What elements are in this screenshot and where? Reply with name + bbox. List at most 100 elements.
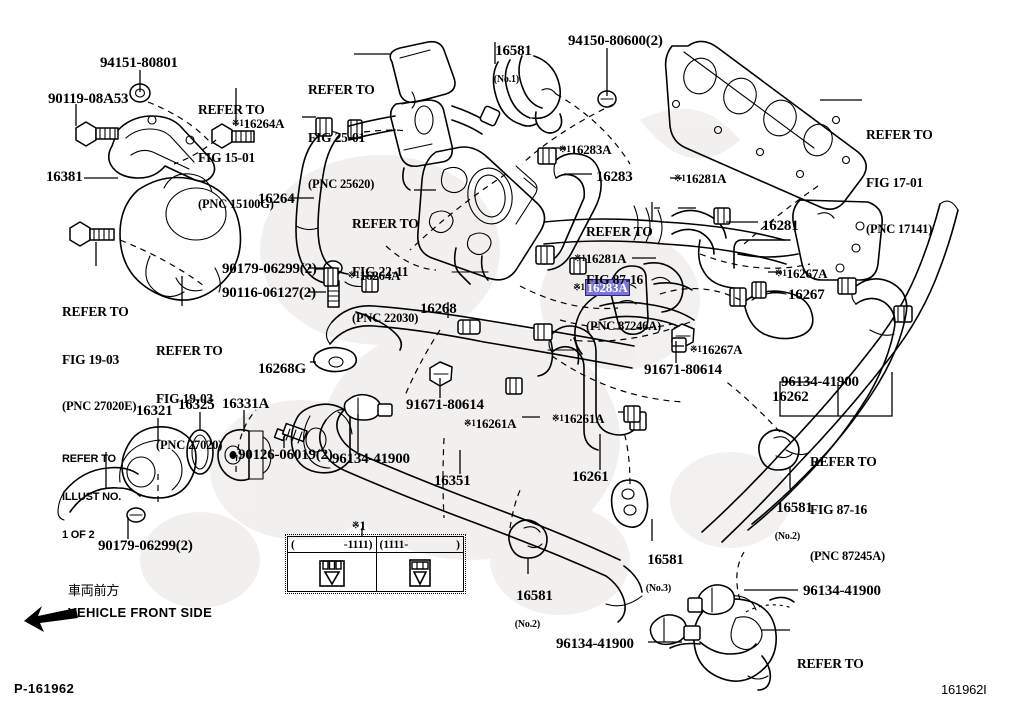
fastener-91671-80614-a <box>429 361 453 387</box>
fastener-90119-08A53 <box>75 121 119 147</box>
refer-block-fig-22-11[interactable]: REFER TO FIG 22-11 (PNC 22030) <box>352 184 419 358</box>
part-16321-water-inlet <box>119 426 197 499</box>
part-throttle-body-22030 <box>416 146 546 285</box>
refer-block-fig-19-03E[interactable]: REFER TO FIG 19-03 (PNC 27020E) <box>62 272 137 446</box>
refer-line-1: REFER TO <box>62 303 129 319</box>
part-egr-valve-25620 <box>348 40 501 191</box>
refer-block-fig-87-16-a[interactable]: REFER TO FIG 87-16 (PNC 87246A) <box>586 192 661 366</box>
label-16581-no2-right-number: 16581 <box>776 499 813 516</box>
refer-pnc: (PNC 22030) <box>352 311 419 326</box>
label-16261: 16261 <box>572 469 609 485</box>
label-16581-no2-center-number: 16581 <box>516 587 553 604</box>
label-90179-06299-a: 90179-06299(2) <box>222 261 317 277</box>
date-table-col-1-icon-cell <box>288 553 376 592</box>
refer-line-1: REFER TO <box>810 453 877 469</box>
label-96134-41900-d: 96134-41900 <box>556 636 634 652</box>
label-16331A: 16331A <box>222 396 270 412</box>
fastener-96134-41900-d <box>649 614 701 646</box>
part-16268-pipe <box>325 305 635 377</box>
part-16283-hose <box>535 147 602 271</box>
label-16581-no1-number: 16581 <box>495 42 532 59</box>
part-16264A-clip-bot <box>323 267 339 287</box>
connector-icon-type-b <box>408 558 431 587</box>
label-90179-06299-b: 90179-06299(2) <box>98 538 193 554</box>
label-94151-80801: 94151-80801 <box>100 55 178 71</box>
assembly-dashed-lines <box>119 93 819 613</box>
date-open-paren: ( <box>291 538 295 551</box>
fastener-16267A-b <box>671 337 687 353</box>
label-16581-no1: 16581 (No.1) <box>481 28 532 117</box>
refer-block-fig-87-16-b[interactable]: REFER TO FIG 87-16 (PNC 87245A) <box>810 422 885 596</box>
refer-line-2: FIG 19-03 <box>156 390 214 406</box>
part-16581-no2-right-clamp <box>758 429 800 471</box>
diagram-code-bottom-left: P-161962 <box>14 681 75 696</box>
refer-block-fig-15-01[interactable]: REFER TO FIG 15-01 (PNC 15100G) <box>198 70 274 244</box>
refer-pnc: (PNC 25620) <box>308 177 375 192</box>
fastener-refer-19-03E-bolt <box>69 221 115 247</box>
date-table-note: ※1 <box>352 518 367 533</box>
label-16325: 16325 <box>178 397 215 413</box>
date-table-col-2-header: (1111- ) <box>376 537 463 553</box>
mark-symbol-icon: ※1 <box>690 344 702 354</box>
label-16267A-top: ※116267A <box>775 266 828 281</box>
label-90126-06019: 90126-06019(2) <box>238 447 333 463</box>
part-16264-hose <box>295 119 379 293</box>
label-16261A-a: ※116261A <box>464 416 517 431</box>
label-96134-41900-b: 96134-41900 <box>781 374 859 390</box>
refer-block-fig-17-01[interactable]: REFER TO FIG 17-01 (PNC 17141) <box>866 95 933 269</box>
label-16264A-top: ※116264A <box>232 116 285 131</box>
date-range-text: -1111) <box>343 538 373 551</box>
vehicle-front-en-label: VEHICLE FRONT SIDE <box>68 605 213 620</box>
refer-line-2: FIG 87-16 <box>586 271 644 287</box>
label-16283: 16283 <box>596 169 633 185</box>
part-illust-hose-snippet <box>57 466 141 521</box>
label-16267: 16267 <box>788 287 825 303</box>
fastener-96134-41900-c <box>687 584 736 616</box>
refer-block-fig-25-01[interactable]: REFER TO FIG 25-01 (PNC 25620) <box>308 50 375 224</box>
part-16264A-clip-top <box>315 117 333 137</box>
part-pump-34-14 <box>667 595 795 691</box>
illust-no-line-3: 1 OF 2 <box>62 529 95 542</box>
mark-symbol-icon: ※1 <box>574 253 586 263</box>
date-table-col-2-icon-cell <box>377 553 464 592</box>
label-16351: 16351 <box>434 473 471 489</box>
connector-icon-type-a <box>318 559 345 587</box>
fastener-refer-15-01-bolt <box>211 123 255 149</box>
refer-pnc: (PNC 17141) <box>866 222 933 237</box>
part-16581-no3-clamp <box>610 479 649 528</box>
mark-symbol-icon: ※1 <box>674 173 686 183</box>
refer-block-fig-19-03[interactable]: REFER TO FIG 19-03 (PNC 27020) <box>156 311 223 485</box>
label-96134-41900-a: 96134-41900 <box>332 451 410 467</box>
mark-symbol-icon: ※1 <box>348 270 360 280</box>
label-16581-no3: 16581 (No.3) <box>633 537 684 626</box>
part-16261A-clip-b <box>623 405 641 423</box>
part-vacuum-pump-body <box>119 173 242 301</box>
selected-part-number[interactable]: 16283A <box>584 278 630 296</box>
fastener-90126-06019 <box>273 422 308 444</box>
refer-pnc: (PNC 15100G) <box>198 197 274 212</box>
part-16581-no2-center-clamp <box>508 519 548 559</box>
diagram-code-bottom-right: 161962I <box>941 682 987 697</box>
label-16581-no3-sub: (No.3) <box>645 583 671 595</box>
refer-block-fig-34-14[interactable]: REFER TO FIG 34-14 <box>797 624 864 707</box>
part-right-hose-lower <box>747 277 908 531</box>
part-16331A-thermostat <box>217 428 272 482</box>
part-16261A-clip-a <box>505 377 523 395</box>
refer-line-2: FIG 17-01 <box>866 174 924 190</box>
refer-line-1: REFER TO <box>586 223 653 239</box>
refer-line-2: FIG 34-14 <box>797 704 864 707</box>
label-90116-06127: 90116-06127(2) <box>222 285 316 301</box>
fastener-90179-06299-b <box>126 507 146 523</box>
label-16281: 16281 <box>762 218 799 234</box>
illust-no-line-2: ILLUST NO. <box>62 491 122 504</box>
refer-line-1: REFER TO <box>866 126 933 142</box>
refer-line-2: FIG 22-11 <box>352 263 409 279</box>
label-16381: 16381 <box>46 169 83 185</box>
date-close-paren: ) <box>456 538 460 551</box>
refer-line-2: FIG 15-01 <box>198 149 256 165</box>
date-range-table: ( -1111) (1111- ) <box>285 534 466 594</box>
date-table-col-1: ( -1111) <box>288 537 376 591</box>
